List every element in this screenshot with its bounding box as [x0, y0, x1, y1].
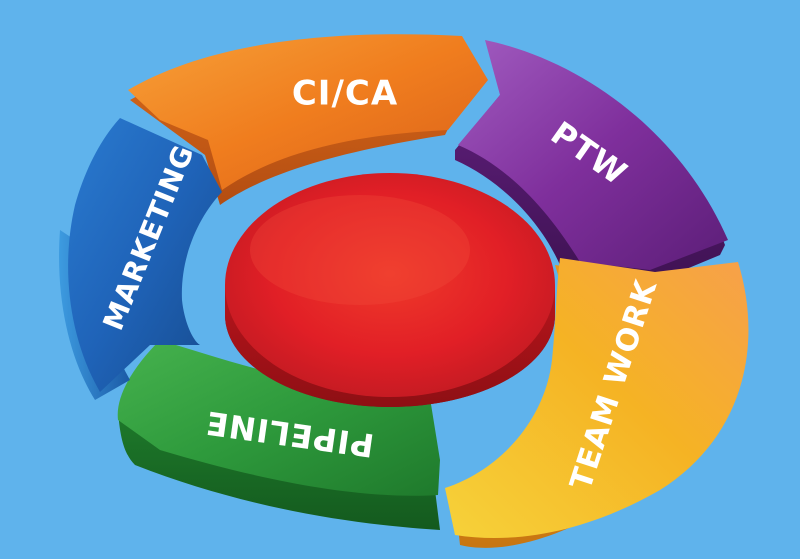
segment-teamwork-face: [445, 258, 749, 538]
segment-marketing: MARKETING: [59, 118, 222, 400]
segment-pipeline: PIPELINE: [117, 340, 440, 530]
segment-cica-face: [128, 34, 488, 190]
center-disc-top: [225, 173, 555, 397]
center-disc: [225, 173, 555, 407]
segment-cica-label: CI/CA: [292, 74, 398, 114]
center-disc-highlight: [250, 195, 470, 305]
segment-marketing-face: [68, 118, 222, 392]
segment-pipeline-face: [117, 340, 440, 496]
segment-teamwork: TEAM WORK: [445, 258, 749, 548]
segment-cica: CI/CA: [128, 34, 488, 206]
segment-ptw: PTW: [455, 40, 728, 282]
segment-ptw-face: [458, 40, 728, 270]
